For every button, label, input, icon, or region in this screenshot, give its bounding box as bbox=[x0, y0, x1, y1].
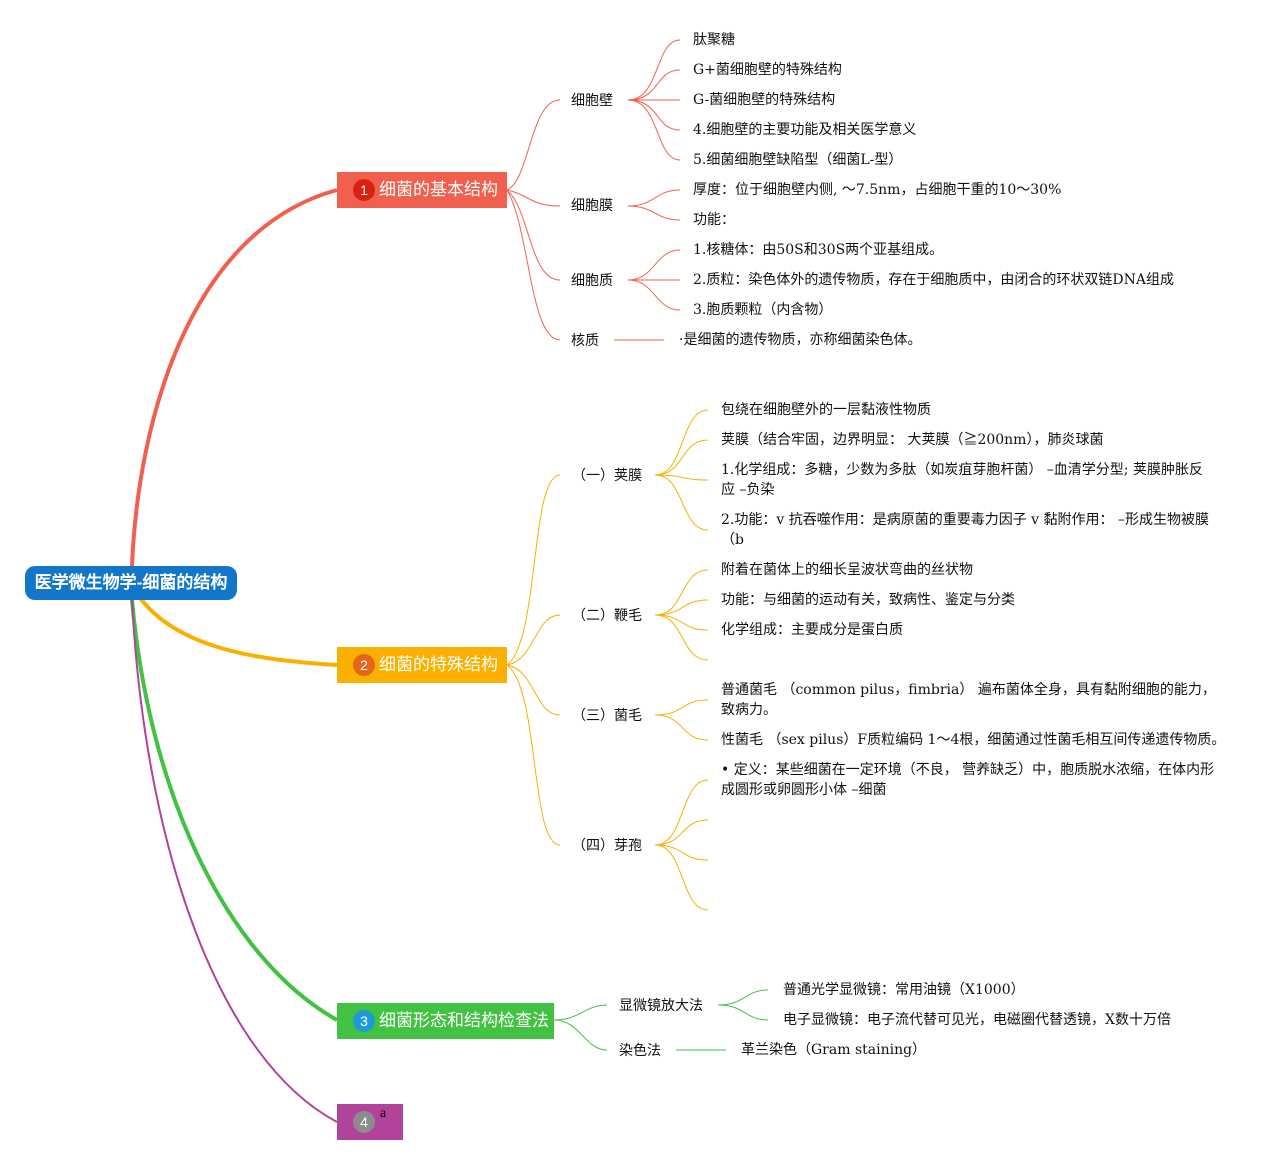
subtopic-spore[interactable]: （四）芽孢 bbox=[572, 838, 642, 854]
root-topic[interactable]: 医学微生物学-细菌的结构 bbox=[25, 566, 237, 600]
branch-4-label: a bbox=[380, 1106, 387, 1121]
leaf-item[interactable]: G-菌细胞壁的特殊结构 bbox=[693, 92, 836, 108]
number-badge: 3 bbox=[353, 1010, 375, 1032]
leaf-item[interactable]: ·是细菌的遗传物质，亦称细菌染色体。 bbox=[679, 332, 922, 348]
connector-root-branch2 bbox=[138, 596, 338, 667]
subtopic-staining[interactable]: 染色法 bbox=[619, 1043, 661, 1059]
number-badge: 4 bbox=[353, 1111, 375, 1133]
leaf-item[interactable]: 2.功能：v 抗吞噬作用：是病原菌的重要毒力因子 v 黏附作用： –形成生物被膜… bbox=[721, 512, 1209, 548]
number-badge: 2 bbox=[353, 654, 375, 676]
leaf-item[interactable]: 普通光学显微镜：常用油镜（X1000） bbox=[783, 982, 1025, 998]
connector-root-branch1 bbox=[130, 188, 338, 567]
subtopic-cell-membrane[interactable]: 细胞膜 bbox=[571, 198, 613, 214]
leaf-item[interactable]: 4.细胞壁的主要功能及相关医学意义 bbox=[693, 122, 917, 138]
subtopic-capsule[interactable]: （一）荚膜 bbox=[572, 468, 642, 484]
leaf-item[interactable]: 功能：与细菌的运动有关，致病性、鉴定与分类 bbox=[721, 592, 1015, 608]
leaf-item[interactable]: 化学组成：主要成分是蛋白质 bbox=[721, 622, 903, 638]
branch-1-label: 细菌的基本结构 bbox=[379, 180, 498, 199]
leaf-item[interactable]: 性菌毛 （sex pilus）F质粒编码 1～4根，细菌通过性菌毛相互间传递遗传… bbox=[721, 732, 1226, 748]
branch-3-label: 细菌形态和结构检查法 bbox=[379, 1011, 549, 1030]
leaf-item[interactable]: 1.核糖体：由50S和30S两个亚基组成。 bbox=[693, 242, 944, 258]
connector-root-branch3 bbox=[130, 599, 338, 1022]
leaf-item[interactable]: 包绕在细胞壁外的一层黏液性物质 bbox=[721, 402, 931, 418]
leaf-item[interactable]: 附着在菌体上的细长呈波状弯曲的丝状物 bbox=[721, 562, 973, 578]
branch-3-topic[interactable]: 3 细菌形态和结构检查法 bbox=[337, 1003, 554, 1039]
leaf-item[interactable]: 2.质粒：染色体外的遗传物质，存在于细胞质中，由闭合的环状双链DNA组成 bbox=[693, 272, 1174, 288]
leaf-item[interactable]: 功能： bbox=[693, 212, 735, 228]
branch-2-label: 细菌的特殊结构 bbox=[379, 655, 498, 674]
branch-4-topic[interactable]: 4 a bbox=[337, 1104, 403, 1140]
leaf-item[interactable]: 1.化学组成：多糖，少数为多肽（如炭疽芽胞杆菌） –血清学分型; 荚膜肿胀反应 … bbox=[721, 462, 1203, 498]
leaf-item[interactable]: 肽聚糖 bbox=[693, 32, 735, 48]
leaf-item[interactable]: 电子显微镜：电子流代替可见光，电磁圈代替透镜，X数十万倍 bbox=[783, 1012, 1171, 1028]
subtopic-cytoplasm[interactable]: 细胞质 bbox=[571, 273, 613, 289]
number-badge: 1 bbox=[353, 179, 375, 201]
subtopic-nucleoid[interactable]: 核质 bbox=[571, 333, 599, 349]
subtopic-cell-wall[interactable]: 细胞壁 bbox=[571, 93, 613, 109]
subtopic-flagella[interactable]: （二）鞭毛 bbox=[572, 608, 642, 624]
leaf-item[interactable]: 普通菌毛 （common pilus，fimbria） 遍布菌体全身，具有黏附细… bbox=[721, 682, 1216, 718]
leaf-item[interactable]: 厚度：位于细胞壁内侧, ～7.5nm，占细胞干重的10～30% bbox=[693, 182, 1062, 198]
subtopic-microscopy[interactable]: 显微镜放大法 bbox=[619, 998, 703, 1014]
leaf-item[interactable]: 革兰染色（Gram staining） bbox=[741, 1042, 927, 1058]
leaf-item[interactable]: 3.胞质颗粒（内含物） bbox=[693, 302, 833, 318]
branch-2-topic[interactable]: 2 细菌的特殊结构 bbox=[337, 647, 507, 683]
leaf-item[interactable]: 5.细菌细胞壁缺陷型（细菌L-型） bbox=[693, 152, 903, 168]
connector-root-branch4 bbox=[131, 599, 338, 1123]
leaf-item[interactable]: • 定义：某些细菌在一定环境（不良， 营养缺乏）中，胞质脱水浓缩，在体内形成圆形… bbox=[721, 762, 1215, 798]
leaf-item[interactable]: 荚膜（结合牢固，边界明显： 大荚膜（≧200nm），肺炎球菌 bbox=[721, 432, 1104, 448]
branch-1-topic[interactable]: 1 细菌的基本结构 bbox=[337, 172, 507, 208]
subtopic-pili[interactable]: （三）菌毛 bbox=[572, 708, 642, 724]
leaf-item[interactable]: G+菌细胞壁的特殊结构 bbox=[693, 62, 842, 78]
